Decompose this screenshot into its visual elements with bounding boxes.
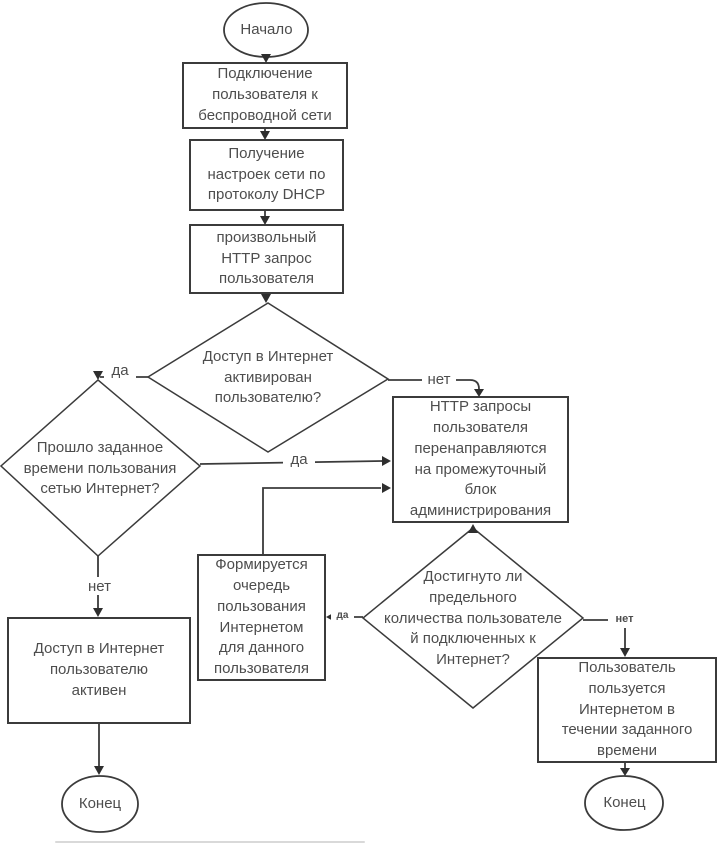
arrowhead-into-dhcp <box>260 131 270 140</box>
arrowhead-into-end-right <box>620 768 630 776</box>
node-queue <box>197 554 326 681</box>
arrowhead-into-end-left <box>94 766 104 775</box>
arrowhead-into-decision2 <box>93 371 103 380</box>
arrowhead-into-redirect-left2 <box>382 483 391 493</box>
node-connect-user <box>182 62 348 129</box>
node-access-activated <box>146 302 390 453</box>
node-end-left <box>61 775 139 833</box>
node-time-elapsed <box>0 379 202 558</box>
node-redirect <box>392 396 569 523</box>
arrowhead-into-access-active <box>93 608 103 617</box>
node-access-active <box>7 617 191 724</box>
arrowhead-into-redirect-top <box>474 389 484 397</box>
arrowhead-into-decision1 <box>261 294 271 303</box>
arrowhead-into-redirect-left1 <box>382 456 391 466</box>
arrowhead-into-request <box>260 216 270 225</box>
node-limit-reached <box>361 527 585 709</box>
node-http-request <box>189 224 344 294</box>
node-use-internet <box>537 657 717 763</box>
edge-queue-to-redirect <box>262 487 381 555</box>
edge-decision2-yes <box>199 460 383 465</box>
arrowhead-into-queue <box>326 612 335 622</box>
node-end-right <box>584 775 664 831</box>
node-dhcp <box>189 139 344 211</box>
scan-artifact-line <box>55 841 365 843</box>
arrowhead-into-connect <box>261 54 271 63</box>
edge-decision1-no <box>388 379 480 390</box>
arrowhead-into-use-internet <box>620 648 630 657</box>
node-start <box>223 2 309 58</box>
arrowhead-into-redirect-bottom <box>468 524 478 533</box>
edge-decision3-no <box>583 619 626 648</box>
